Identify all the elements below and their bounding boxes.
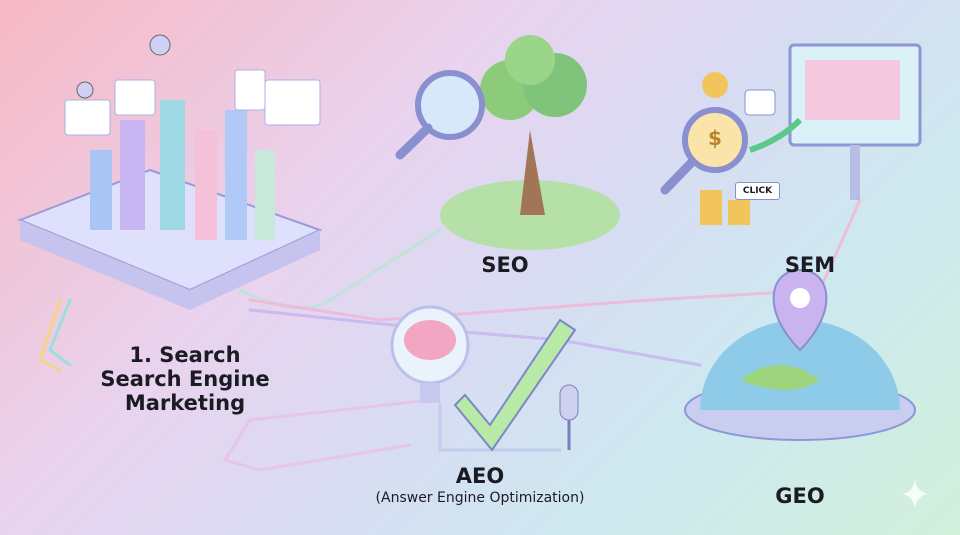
aeo-label: AEO — [455, 464, 505, 488]
seo-label: SEO — [481, 253, 529, 277]
dollar-sign: $ — [708, 126, 722, 150]
aeo-brain-check-mic-illustration — [390, 305, 579, 452]
geo-label: GEO — [775, 484, 825, 508]
main-title-line1: 1. Search — [129, 343, 241, 367]
main-title-line2: Search Engine — [100, 367, 270, 392]
aeo-subtitle: (Answer Engine Optimization) — [375, 490, 585, 506]
seo-tree-magnifier-illustration — [395, 35, 620, 250]
city-platform-illustration — [17, 34, 323, 310]
sem-label: SEM — [784, 253, 836, 277]
connector-lines — [38, 198, 862, 472]
click-button-graphic: CLICK — [735, 182, 780, 200]
sparkle-icon — [902, 480, 928, 508]
main-title: 1. Search Search Engine Marketing — [95, 343, 275, 415]
sem-billboard-illustration — [660, 43, 922, 225]
main-title-line3: Marketing — [124, 391, 246, 416]
geo-globe-pin-illustration — [684, 268, 916, 441]
